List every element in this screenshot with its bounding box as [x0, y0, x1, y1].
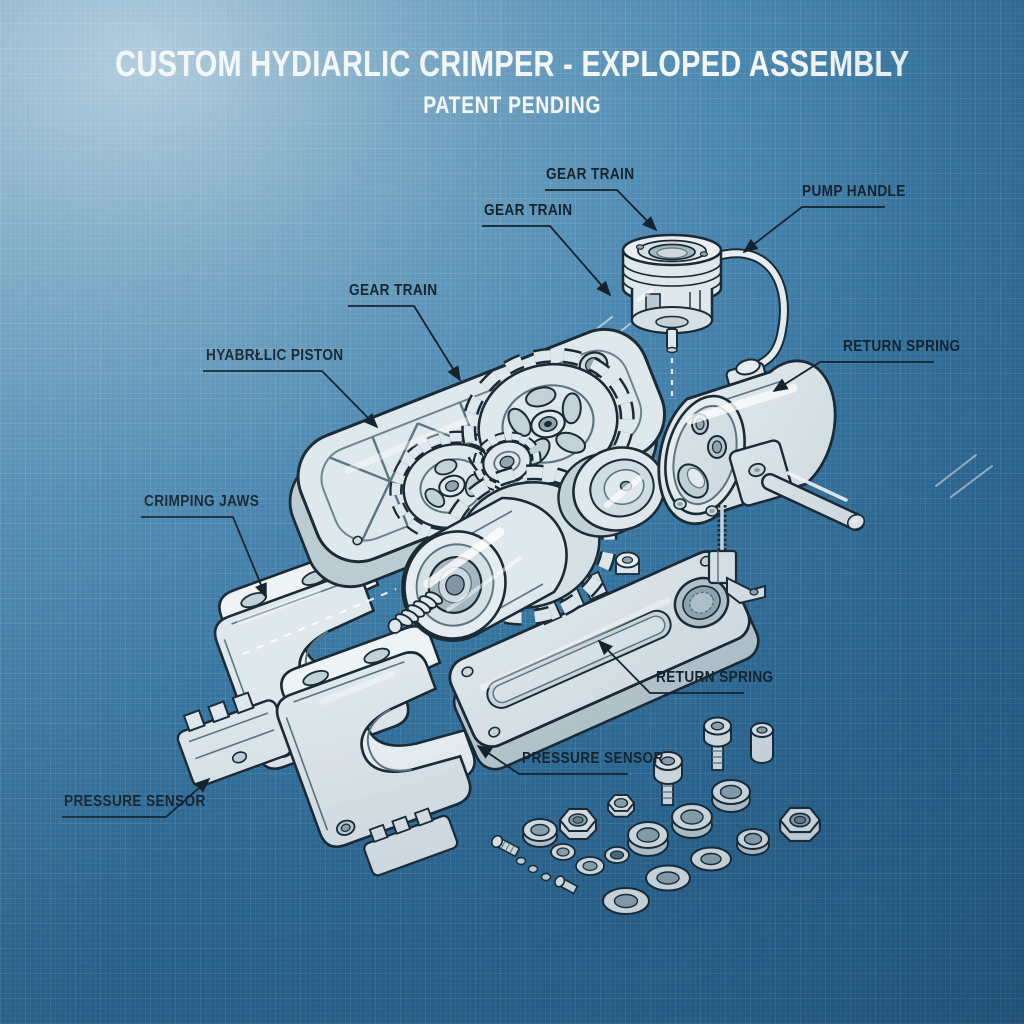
part-label-gear-train-left: GEAR TRAIN: [484, 202, 573, 219]
crimping-jaw-lower: [275, 625, 476, 877]
hose: [710, 248, 789, 375]
gear-small: [472, 431, 542, 493]
thick-ring: [711, 779, 751, 813]
jaw-mount-hole: [363, 647, 391, 664]
coil-spring: [394, 591, 444, 627]
part-label-return-spring-top: RETURN SPRING: [843, 338, 961, 355]
socket-bolt: [653, 751, 683, 806]
hex-nut: [778, 806, 822, 842]
drawing-header: CUSTOM HYDIARLIC CRIMPER - EXPLOPED ASSE…: [0, 46, 1024, 118]
leader-crimping-jaws: [141, 516, 267, 599]
leader-gear-train-top: [545, 189, 658, 232]
leader-hydraulic-piston: [203, 370, 379, 429]
leader-return-spring-top: [772, 361, 934, 392]
small-screw: [554, 875, 579, 895]
part-label-crimping-jaws: CRIMPING JAWS: [144, 493, 260, 510]
bead-washer: [515, 856, 527, 866]
flat-washer: [575, 856, 605, 876]
jaw-mount-hole: [302, 669, 329, 687]
socket-bolt: [703, 716, 732, 771]
flat-washer: [604, 846, 630, 864]
flat-washer: [550, 843, 576, 861]
small-screw: [490, 834, 521, 858]
base-top-bolt: [615, 551, 640, 575]
flat-washer: [645, 864, 691, 892]
page-subtitle: PATENT PENDING: [423, 92, 601, 119]
die-insert-upper: [176, 691, 293, 788]
part-label-pressure-sensor-left: PRESSURE SENSOR: [64, 793, 206, 810]
bead-washer: [527, 864, 539, 874]
spacer-cylinder: [750, 722, 774, 764]
piston-pin: [666, 328, 678, 350]
rod-nut: [707, 549, 738, 585]
thick-ring: [671, 803, 713, 839]
leader-pump-handle: [742, 206, 885, 254]
pump-piston: [621, 233, 723, 398]
part-label-return-spring-mid: RETURN SPRING: [656, 669, 774, 686]
leader-lines: [62, 189, 934, 818]
leader-gear-train-left: [482, 225, 612, 297]
seal-wheel: [557, 446, 666, 538]
piston-rod-and-spring: [387, 591, 444, 634]
thick-ring: [627, 821, 669, 857]
fasteners-group: [490, 716, 822, 915]
pump-handle-rod: [761, 473, 866, 531]
part-label-gear-train-mid: GEAR TRAIN: [349, 282, 438, 299]
thick-ring: [522, 818, 558, 848]
part-label-hydraulic-piston: HYABRŁLIC PISTON: [206, 347, 344, 364]
flat-washer: [602, 887, 650, 915]
hex-nut: [558, 808, 598, 840]
hex-nut: [606, 794, 636, 818]
plate-hole-small: [352, 535, 363, 546]
part-label-pressure-sensor-mid: PRESSURE SENSOR: [522, 750, 664, 767]
page-title: CUSTOM HYDIARLIC CRIMPER - EXPLOPED ASSE…: [114, 43, 910, 84]
pump-threaded-rod: [707, 505, 766, 605]
part-label-gear-train-top: GEAR TRAIN: [546, 166, 635, 183]
bead-washer: [540, 872, 552, 882]
highlight-streaks: [237, 288, 848, 705]
leader-return-spring-mid: [597, 639, 744, 694]
leader-gear-train-mid: [348, 305, 461, 382]
part-label-pump-handle: PUMP HANDLE: [802, 183, 906, 200]
flat-washer: [690, 846, 732, 872]
leader-pressure-sensor-left: [62, 777, 211, 818]
leader-pressure-sensor-mid: [476, 744, 628, 775]
thick-ring: [736, 828, 770, 856]
